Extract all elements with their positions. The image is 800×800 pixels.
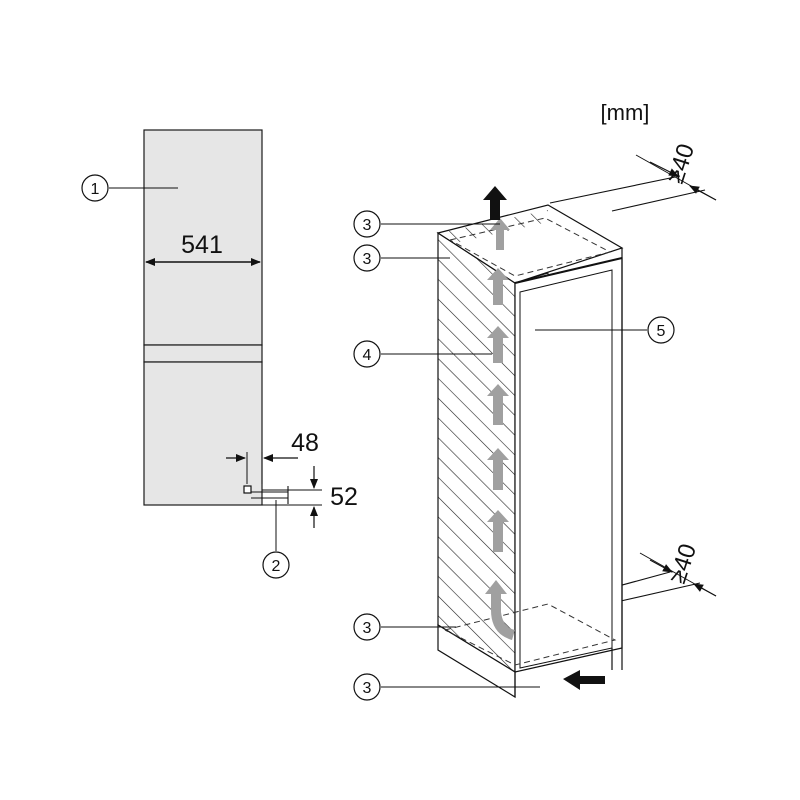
top-clearance-arrow-a <box>649 161 679 177</box>
intake-arrow <box>563 670 605 690</box>
bottom-clearance-arrow-b <box>693 583 717 597</box>
top-clearance-arrow-b <box>689 185 717 201</box>
airflow-arrow <box>487 448 509 490</box>
callout-4-circle <box>353 340 381 368</box>
appliance-panel-divider <box>143 344 263 363</box>
callout-2-number: 2 <box>272 558 281 575</box>
bottom-clearance-line-2 <box>611 582 701 604</box>
callout-3d-circle <box>353 673 381 701</box>
bottom-clearance-label: ≥40 <box>664 541 702 587</box>
side-offset-label: 48 <box>291 429 319 457</box>
airflow-arrow <box>487 510 509 552</box>
callout-1-number: 1 <box>91 181 100 198</box>
appliance-panel-upper <box>143 129 263 346</box>
cabinet-bottom-dashed <box>444 603 617 666</box>
callout-2-circle <box>262 551 290 579</box>
airflow-arrow <box>487 268 509 305</box>
top-clearance-line-2 <box>611 189 706 212</box>
callout-3b-number: 3 <box>363 251 372 268</box>
airflow-arrow <box>487 326 509 363</box>
cabinet-side-panel <box>437 231 516 674</box>
bottom-clearance-arrow-a <box>649 559 673 573</box>
appliance-front-view: 541 48 52 1 2 <box>81 129 358 579</box>
airflow-arrow <box>487 384 509 425</box>
cabinet-niche <box>514 257 623 673</box>
top-clearance-label: ≥40 <box>662 141 700 187</box>
top-clearance-line-1 <box>549 175 681 204</box>
cabinet-top-dashed <box>449 217 612 277</box>
callout-3a-circle <box>353 210 381 238</box>
unit-label: [mm] <box>601 100 650 125</box>
callout-3d-number: 3 <box>363 680 372 697</box>
cabinet-3d-view: [mm] ≥40 ≥40 <box>353 100 717 701</box>
callout-1-circle <box>81 174 109 202</box>
vertical-offset-label: 52 <box>330 483 358 511</box>
airflow-arrow <box>490 218 510 250</box>
callout-3c-circle <box>353 613 381 641</box>
callout-3b-circle <box>353 244 381 272</box>
callout-5-circle <box>647 316 675 344</box>
exhaust-arrow <box>483 186 507 220</box>
callout-3a-number: 3 <box>363 217 372 234</box>
appliance-panel-lower <box>143 361 263 506</box>
callout-4-number: 4 <box>363 347 372 364</box>
airflow-arrow <box>485 580 515 640</box>
callout-3c-number: 3 <box>363 620 372 637</box>
airflow-arrows <box>485 218 515 640</box>
power-connection-box <box>243 485 252 494</box>
cabinet-top-front <box>514 257 623 284</box>
width-dimension-label: 541 <box>181 231 223 259</box>
callout-5-number: 5 <box>657 323 666 340</box>
